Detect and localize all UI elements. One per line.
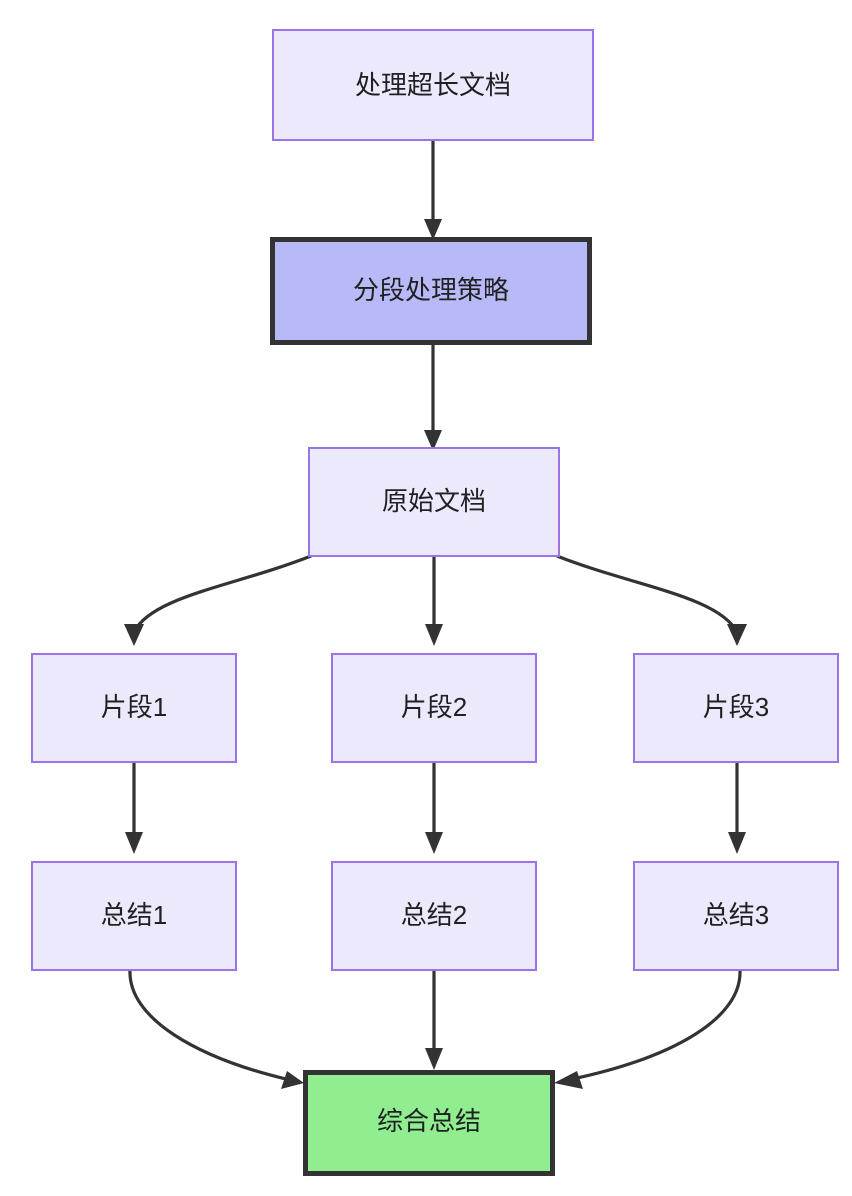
arrowhead-icon bbox=[125, 832, 143, 854]
arrowhead-icon bbox=[424, 219, 442, 240]
edge-source-to-chunk3 bbox=[556, 554, 747, 646]
edge-chunk3-to-summary3 bbox=[728, 762, 746, 854]
edge-source-to-chunk1 bbox=[124, 554, 312, 646]
edge-chunk2-to-summary2 bbox=[425, 762, 443, 854]
node-box[interactable] bbox=[31, 653, 237, 763]
edge-line bbox=[132, 554, 312, 633]
node-box[interactable] bbox=[331, 653, 537, 763]
edge-layer bbox=[124, 140, 747, 1089]
arrowhead-icon bbox=[425, 1048, 443, 1070]
arrowhead-icon bbox=[425, 624, 443, 646]
node-chunk-1[interactable]: 片段1 bbox=[31, 653, 237, 763]
edge-chunk1-to-summary1 bbox=[125, 762, 143, 854]
edge-strategy-to-source bbox=[424, 345, 442, 451]
arrowhead-icon bbox=[728, 832, 746, 854]
arrowhead-icon bbox=[727, 624, 747, 646]
node-box[interactable] bbox=[633, 653, 839, 763]
node-summary-1[interactable]: 总结1 bbox=[31, 861, 237, 971]
arrowhead-icon bbox=[124, 624, 144, 646]
node-box[interactable] bbox=[270, 237, 592, 345]
node-source-document[interactable]: 原始文档 bbox=[308, 447, 560, 557]
node-chunk-2[interactable]: 片段2 bbox=[331, 653, 537, 763]
arrowhead-icon bbox=[281, 1071, 304, 1089]
edge-process-to-strategy bbox=[424, 140, 442, 240]
arrowhead-icon bbox=[425, 832, 443, 854]
edge-summary1-to-final bbox=[128, 969, 304, 1089]
edge-summary2-to-final bbox=[425, 970, 443, 1070]
node-box[interactable] bbox=[303, 1070, 555, 1176]
node-summary-2[interactable]: 总结2 bbox=[331, 861, 537, 971]
arrowhead-icon bbox=[554, 1071, 583, 1089]
edge-source-to-chunk2 bbox=[425, 556, 443, 646]
node-box[interactable] bbox=[272, 29, 594, 141]
node-box[interactable] bbox=[31, 861, 237, 971]
node-final-summary[interactable]: 综合总结 bbox=[303, 1070, 555, 1176]
node-layer: 处理超长文档 分段处理策略 原始文档 片段1 片段2 片段3 bbox=[31, 29, 839, 1176]
arrowhead-icon bbox=[424, 430, 442, 451]
edge-line bbox=[556, 554, 739, 633]
node-summary-3[interactable]: 总结3 bbox=[633, 861, 839, 971]
node-chunk-3[interactable]: 片段3 bbox=[633, 653, 839, 763]
edge-line bbox=[128, 969, 291, 1082]
node-process-long-document[interactable]: 处理超长文档 bbox=[272, 29, 594, 141]
edge-line bbox=[567, 969, 742, 1082]
node-box[interactable] bbox=[331, 861, 537, 971]
node-box[interactable] bbox=[308, 447, 560, 557]
edge-summary3-to-final bbox=[554, 969, 742, 1089]
node-box[interactable] bbox=[633, 861, 839, 971]
node-chunking-strategy[interactable]: 分段处理策略 bbox=[270, 237, 592, 345]
